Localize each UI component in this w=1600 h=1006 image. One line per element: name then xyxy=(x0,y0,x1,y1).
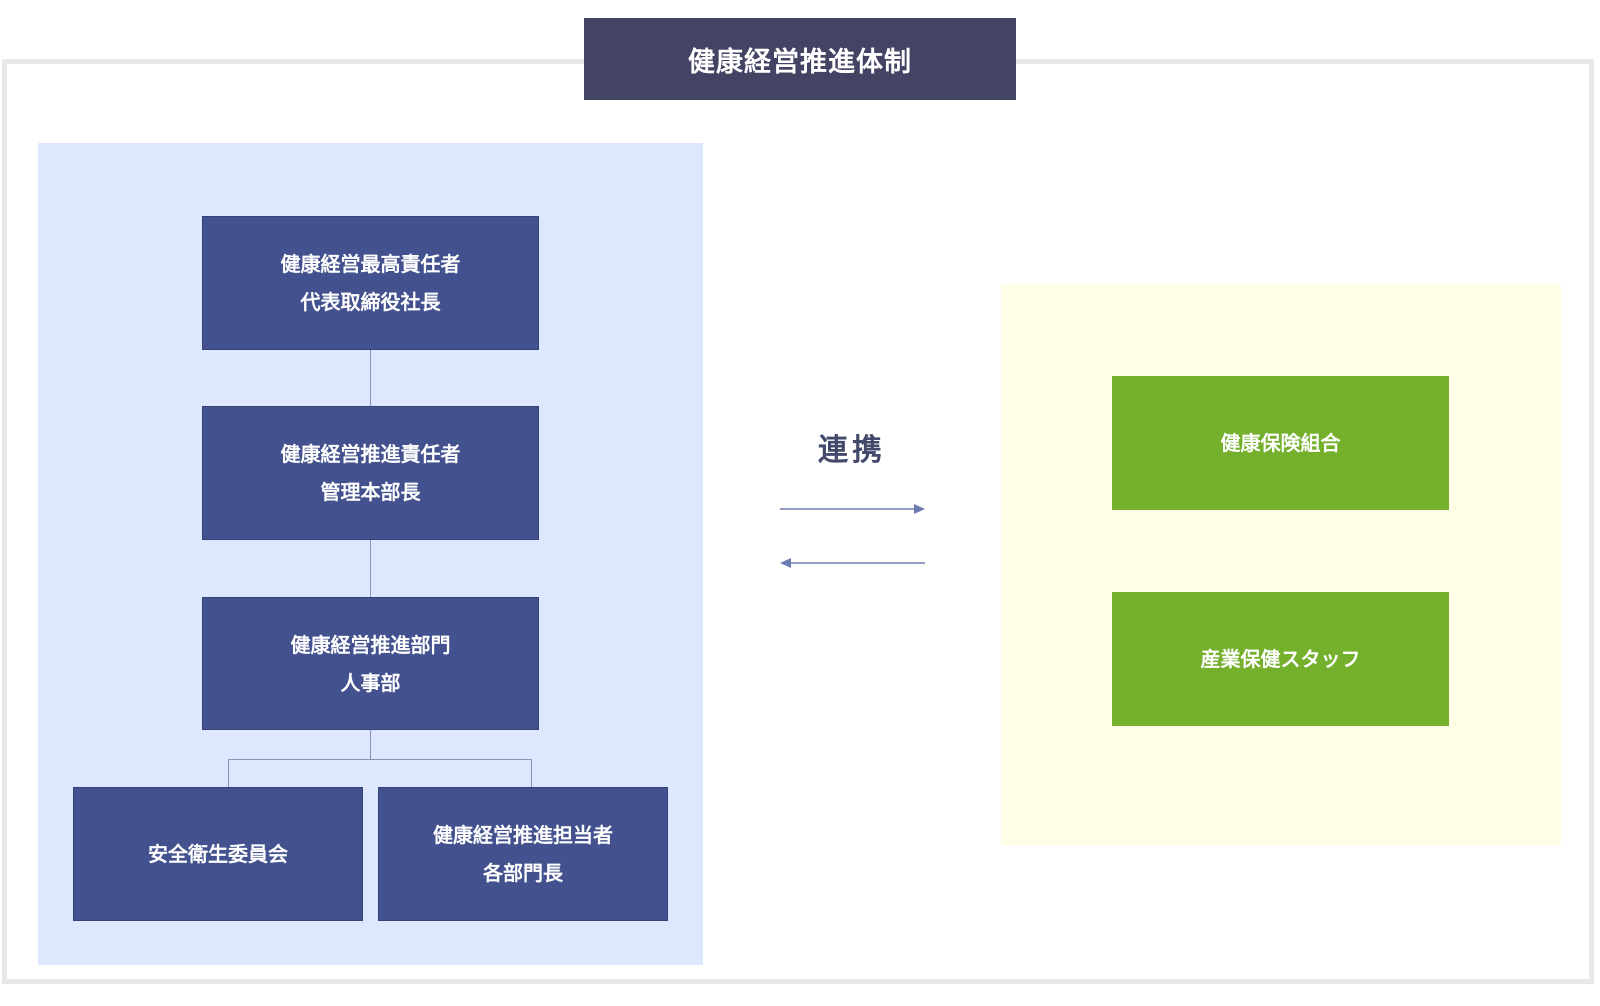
node-insurance: 健康保険組合 xyxy=(1112,376,1449,510)
link-label: 連携 xyxy=(818,433,886,468)
node-manager-title: 健康経営推進責任者 xyxy=(280,442,461,466)
connector-dept-branch xyxy=(370,730,371,760)
node-manager: 健康経営推進責任者 管理本部長 xyxy=(202,406,539,540)
diagram-title: 健康経営推進体制 xyxy=(584,18,1016,100)
node-committee-title: 安全衛生委員会 xyxy=(148,842,288,866)
diagram-title-text: 健康経営推進体制 xyxy=(688,46,912,78)
node-promoters: 健康経営推進担当者 各部門長 xyxy=(378,787,668,921)
node-staff-title: 産業保健スタッフ xyxy=(1200,647,1361,671)
node-ceo-role: 代表取締役社長 xyxy=(300,290,441,314)
connector-branch-right xyxy=(531,759,532,787)
connector-branch-horizontal xyxy=(228,759,532,760)
node-dept-role: 人事部 xyxy=(340,670,401,695)
node-committee: 安全衛生委員会 xyxy=(73,787,363,921)
connector-ceo-manager xyxy=(370,350,371,407)
node-manager-role: 管理本部長 xyxy=(320,480,421,504)
arrow-right-head xyxy=(914,504,925,514)
node-ceo: 健康経営最高責任者 代表取締役社長 xyxy=(202,216,539,350)
arrow-left-head xyxy=(780,558,791,568)
node-dept-title: 健康経営推進部門 xyxy=(290,632,451,657)
node-ceo-title: 健康経営最高責任者 xyxy=(280,252,461,276)
node-promoters-role: 各部門長 xyxy=(483,861,563,885)
connector-branch-left xyxy=(228,759,229,787)
node-staff: 産業保健スタッフ xyxy=(1112,592,1449,726)
node-dept: 健康経営推進部門 人事部 xyxy=(202,597,539,730)
node-promoters-title: 健康経営推進担当者 xyxy=(433,823,613,847)
connector-manager-dept xyxy=(370,540,371,597)
node-insurance-title: 健康保険組合 xyxy=(1220,431,1341,455)
